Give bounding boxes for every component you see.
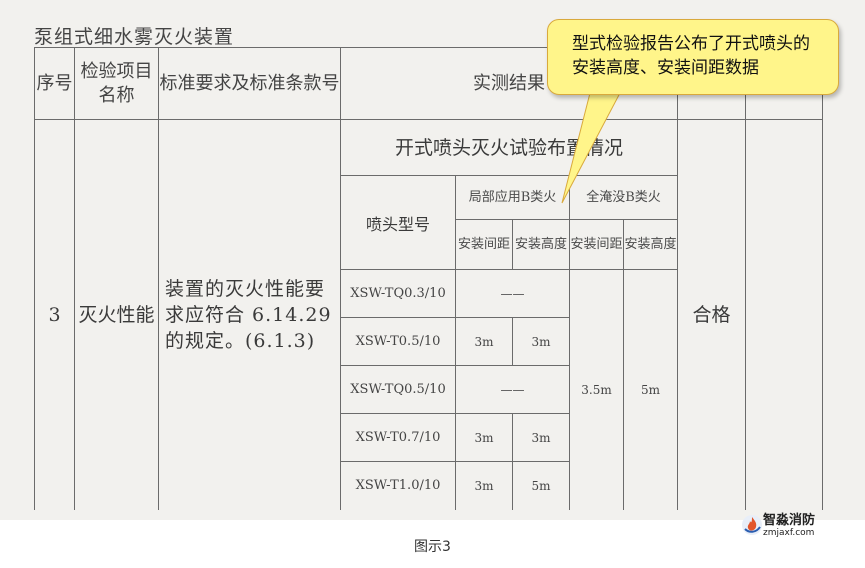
model-name: XSW-TQ0.5/10: [340, 365, 456, 414]
local-height-value: 5m: [512, 461, 570, 510]
model-name: XSW-T1.0/10: [340, 461, 456, 510]
total-spacing-header: 安装间距: [569, 219, 624, 270]
subtable-title: 开式喷头灭火试验布置情况: [339, 119, 679, 176]
watermark-name: 智淼消防: [763, 513, 816, 528]
flame-logo-icon: [742, 515, 762, 535]
local-spacing-value: 3m: [455, 413, 513, 462]
watermark-url: zmjaxf.com: [763, 528, 815, 538]
total-height-header: 安装高度: [622, 219, 679, 270]
local-height-value: 3m: [512, 317, 570, 366]
model-name: XSW-T0.7/10: [340, 413, 456, 462]
document-title: 泵组式细水雾灭火装置: [34, 26, 235, 48]
annotation-callout: 型式检验报告公布了开式喷头的安装高度、安装间距数据: [547, 19, 839, 95]
figure-caption: 图示3: [414, 539, 451, 555]
header-standard: 标准要求及标准条款号: [158, 47, 341, 120]
local-spacing-value: ——: [455, 365, 570, 414]
row-seq: 3: [34, 119, 75, 510]
callout-text: 型式检验报告公布了开式喷头的安装高度、安装间距数据: [572, 34, 810, 78]
total-height-value: 5m: [622, 269, 679, 510]
local-spacing-header: 安装间距: [455, 219, 513, 270]
model-name: XSW-T0.5/10: [340, 317, 456, 366]
model-header: 喷头型号: [340, 175, 456, 270]
local-height-header: 安装高度: [512, 219, 570, 270]
group-local: 局部应用B类火: [455, 175, 570, 220]
row-conclusion: 合格: [677, 119, 747, 510]
local-spacing-value: ——: [455, 269, 570, 318]
row-standard: 装置的灭火性能要求应符合 6.14.29 的规定。(6.1.3): [158, 119, 341, 510]
watermark: 智淼消防 zmjaxf.com: [763, 513, 815, 539]
total-spacing-value: 3.5m: [569, 269, 624, 510]
group-total: 全淹没B类火: [568, 175, 679, 220]
header-seq: 序号: [34, 47, 75, 120]
row-blank: [745, 119, 824, 510]
model-name: XSW-TQ0.3/10: [340, 269, 456, 318]
row-item-name: 灭火性能: [74, 119, 159, 510]
header-item-name: 检验项目名称: [74, 47, 159, 120]
header-result: 实测结果: [339, 47, 679, 120]
local-spacing-value: 3m: [455, 317, 513, 366]
local-spacing-value: 3m: [455, 461, 513, 510]
local-height-value: 3m: [512, 413, 570, 462]
inspection-table: 序号 检验项目名称 标准要求及标准条款号 实测结果 结论 3 灭火性能 装置的灭…: [34, 47, 824, 510]
